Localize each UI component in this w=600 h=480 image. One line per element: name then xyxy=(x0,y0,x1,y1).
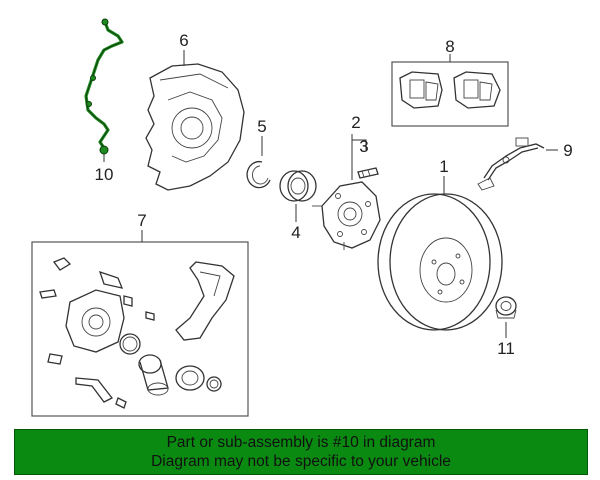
info-banner: Part or sub-assembly is #10 in diagram D… xyxy=(14,429,588,475)
part-4-bearing[interactable] xyxy=(279,170,317,202)
part-10-speed-sensor-wire[interactable] xyxy=(84,18,124,155)
callout-7[interactable]: 7 xyxy=(137,211,146,230)
leader-2 xyxy=(351,134,367,180)
part-7-box xyxy=(31,241,249,417)
part-6-dust-shield[interactable] xyxy=(145,63,245,191)
callout-11[interactable]: 11 xyxy=(497,339,515,358)
part-2-hub[interactable] xyxy=(312,181,381,250)
callout-2[interactable]: 2 xyxy=(351,113,360,132)
callout-8[interactable]: 8 xyxy=(445,37,454,56)
part-3-hub-bolt[interactable] xyxy=(357,167,379,179)
part-9-brake-hose[interactable] xyxy=(477,137,545,191)
callout-10[interactable]: 10 xyxy=(95,165,114,184)
banner-line-2: Diagram may not be specific to your vehi… xyxy=(151,453,451,470)
callout-1[interactable]: 1 xyxy=(439,157,448,176)
callout-6[interactable]: 6 xyxy=(179,31,188,50)
callout-4[interactable]: 4 xyxy=(291,223,300,242)
part-11-lug-nut[interactable] xyxy=(495,296,517,319)
parts-diagram: 10 6 5 4 2 3 xyxy=(31,18,573,417)
part-1-brake-rotor[interactable] xyxy=(377,193,503,331)
callout-3[interactable]: 3 xyxy=(359,137,368,156)
callout-5[interactable]: 5 xyxy=(257,117,266,136)
callout-9[interactable]: 9 xyxy=(563,141,572,160)
part-5-snap-ring[interactable] xyxy=(246,160,271,189)
banner-line-1: Part or sub-assembly is #10 in diagram xyxy=(166,434,436,451)
part-8-brake-pads[interactable] xyxy=(399,71,501,109)
part-7-caliper-assembly[interactable] xyxy=(39,257,235,409)
